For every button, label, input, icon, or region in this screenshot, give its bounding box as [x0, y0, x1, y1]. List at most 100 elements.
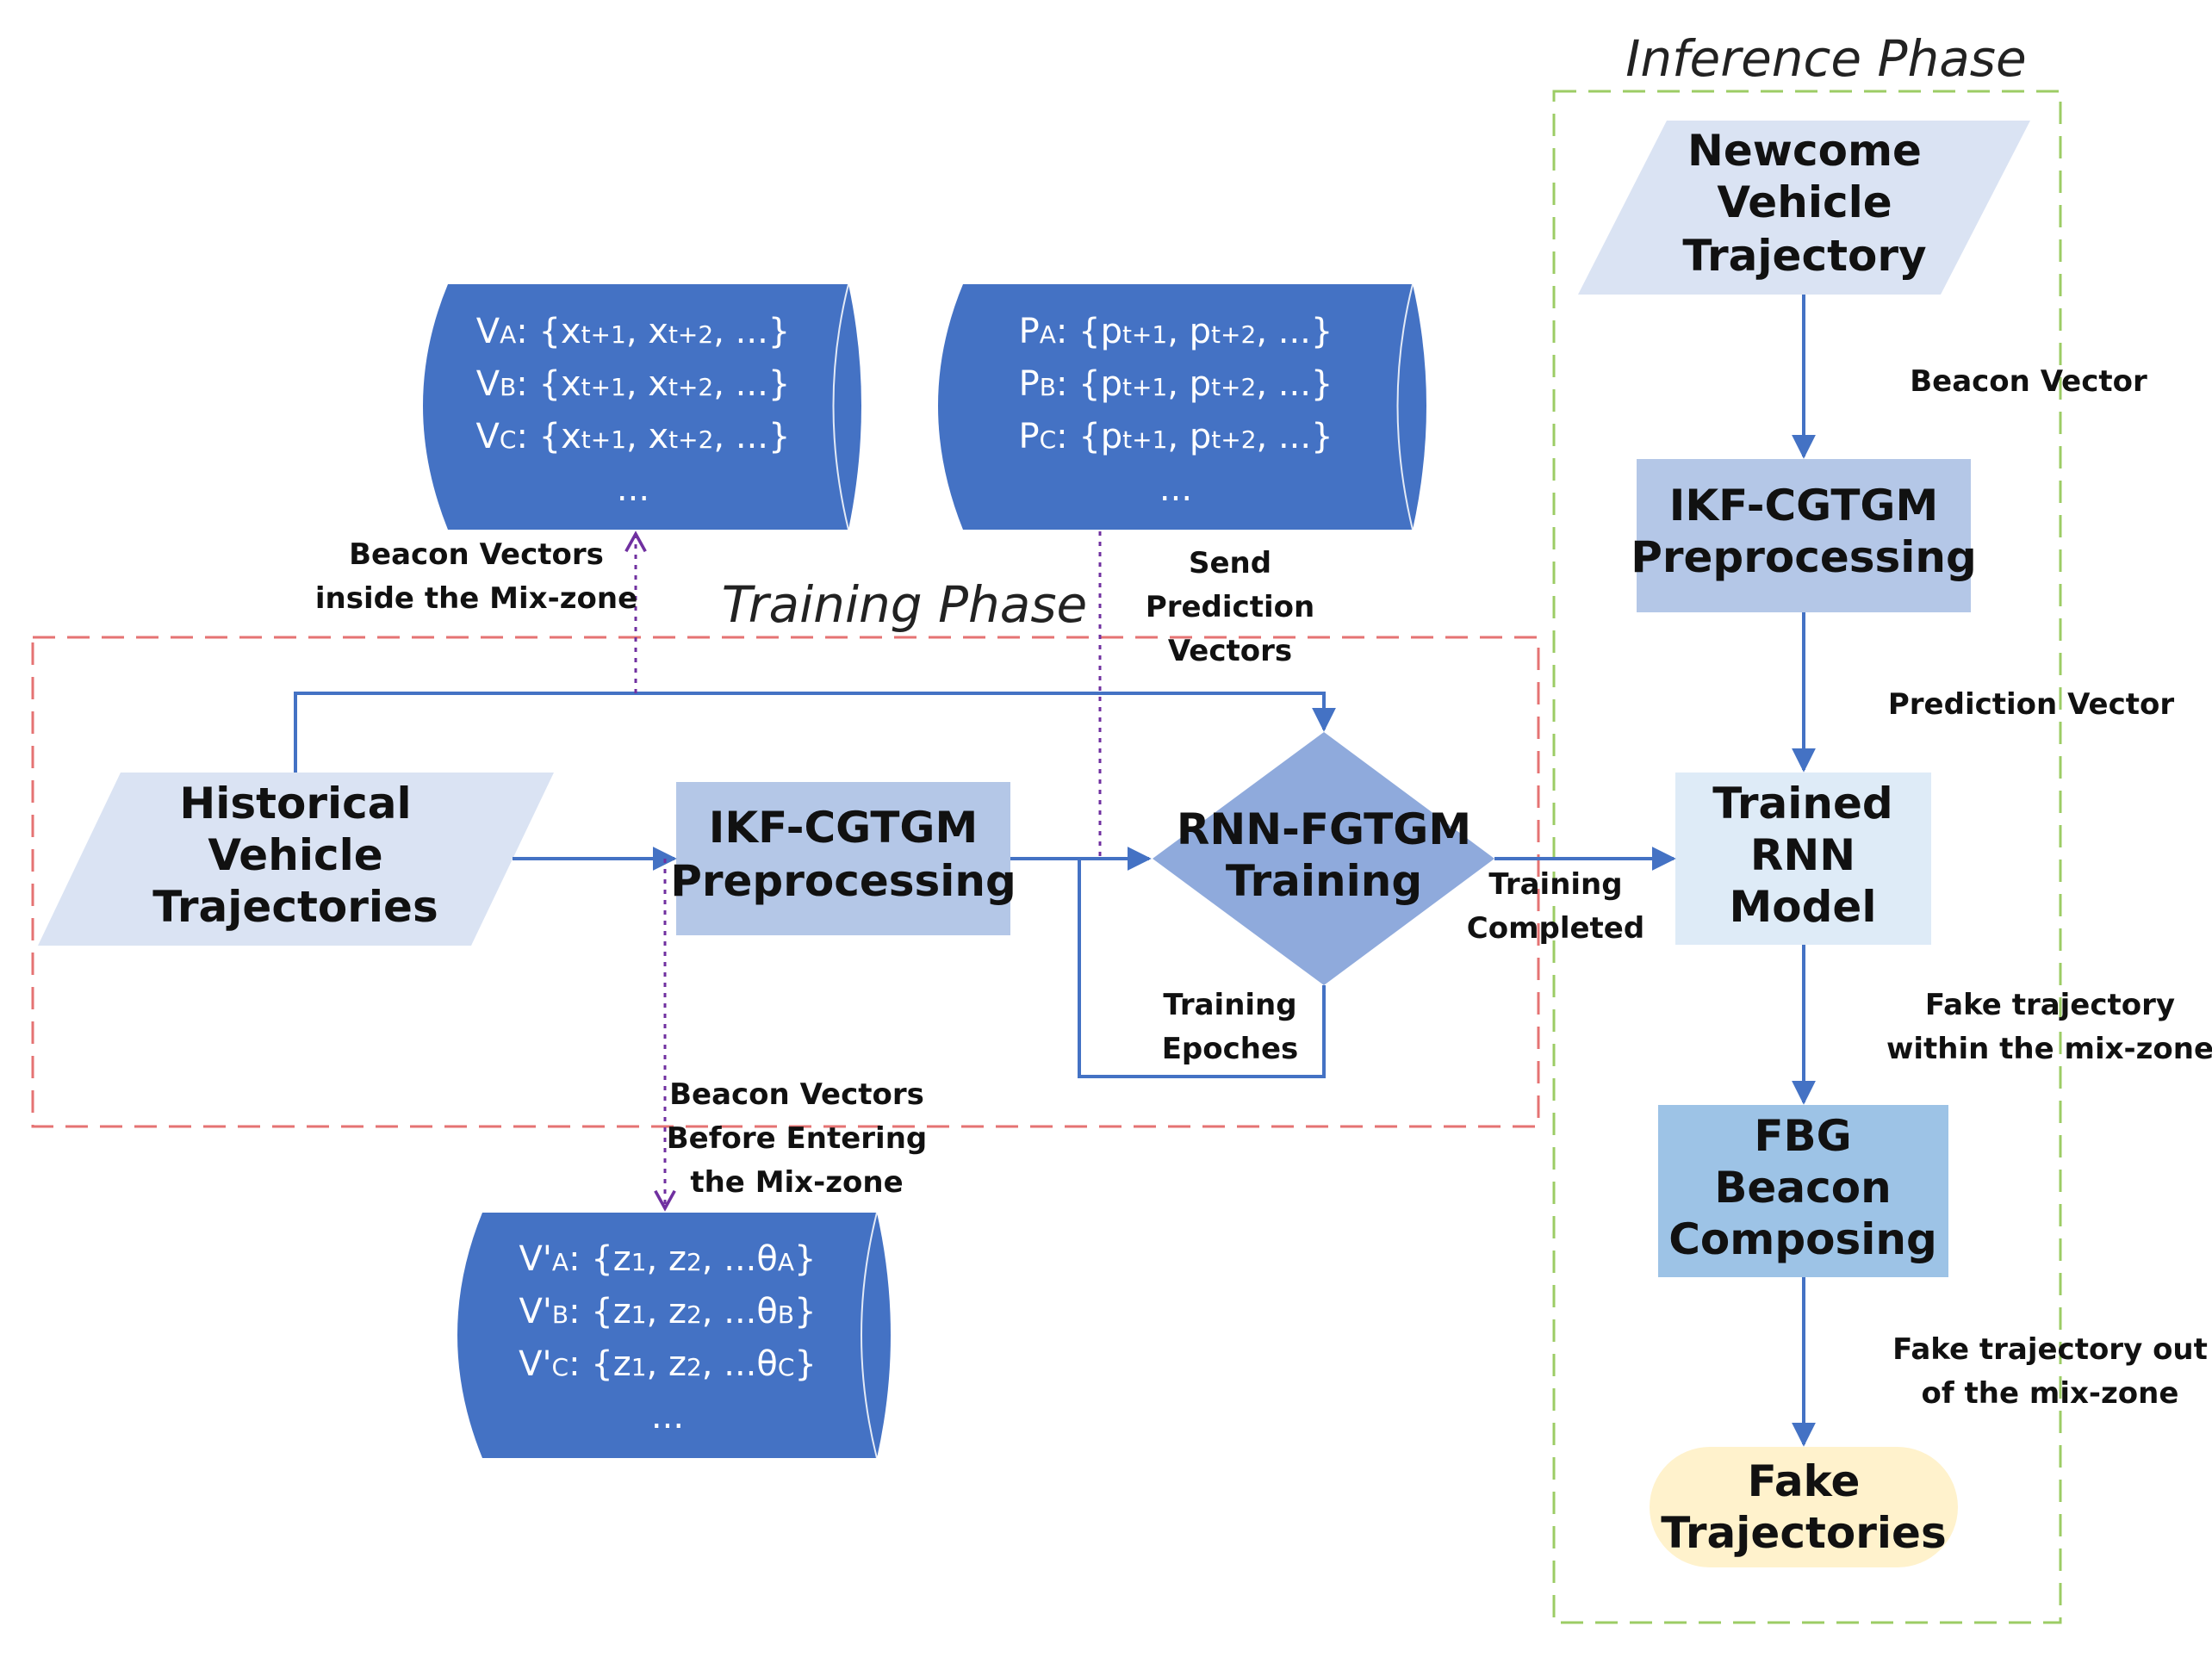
vprime-store-sub1: 1 — [631, 1248, 647, 1276]
v-store-sub1: t+1 — [581, 425, 626, 454]
vprime-store-sub1: 1 — [631, 1353, 647, 1381]
v-store-text: : {x — [516, 417, 581, 456]
vprime-store-text: : {z — [569, 1239, 631, 1279]
p-store-sub: B — [1040, 373, 1056, 401]
ikf-training-line-1: IKF-CGTGM — [709, 803, 978, 853]
p-store-sub: A — [1040, 320, 1056, 349]
p-store-sub: C — [1040, 425, 1057, 454]
rnn-line-2: Training — [1226, 856, 1422, 906]
label-training-epoches-2: Epoches — [1162, 1032, 1299, 1066]
label-send-prediction-2: Prediction — [1146, 590, 1314, 624]
v-store-mid: , x — [626, 364, 668, 404]
trained-line-1: Trained — [1712, 779, 1892, 828]
p-store-base: P — [1018, 417, 1039, 456]
v-store-base: V — [476, 364, 500, 404]
label-fake-within-1: Fake trajectory — [1925, 988, 2175, 1022]
rnn-fgtgm-training-node: RNN-FGTGM Training — [1153, 732, 1494, 985]
vprime-store-mid: , z — [647, 1344, 687, 1384]
v-store-mid: , x — [626, 417, 668, 456]
trained-rnn-model-node: Trained RNN Model — [1675, 773, 1931, 945]
vprime-store-sub1: 1 — [631, 1300, 647, 1329]
p-store-sub2: t+2 — [1211, 425, 1256, 454]
vprime-store-sub: A — [552, 1248, 569, 1276]
v-vectors-store: VA: {xt+1, xt+2, ...}VB: {xt+1, xt+2, ..… — [423, 283, 861, 531]
p-store-sub2: t+2 — [1211, 373, 1256, 401]
p-store-text: : {p — [1056, 417, 1122, 456]
vprime-store-sub2: 2 — [687, 1300, 702, 1329]
v-store-sub2: t+2 — [668, 373, 713, 401]
vprime-store-tail: , ...θ — [702, 1292, 778, 1331]
v-store-base: V — [476, 417, 500, 456]
v-store-base: V — [476, 312, 500, 351]
vprime-store-end: } — [794, 1344, 816, 1384]
vprime-store-text: : {z — [569, 1344, 631, 1384]
fake-line-2: Trajectories — [1661, 1508, 1946, 1558]
vprime-store-sub: C — [552, 1353, 569, 1381]
p-store-mid: , p — [1167, 364, 1211, 404]
p-store-base: P — [1019, 312, 1040, 351]
ikf-cgtgm-training-node: IKF-CGTGM Preprocessing — [670, 782, 1016, 935]
trained-line-2: RNN — [1750, 830, 1855, 880]
newcome-line-1: Newcome — [1687, 126, 1922, 176]
p-store-tail: , ...} — [1256, 312, 1333, 351]
vprime-store-sub2: 2 — [687, 1248, 702, 1276]
v-store-ellipsis: ... — [617, 469, 649, 509]
label-beacon-before-3: the Mix-zone — [690, 1165, 903, 1200]
historical-trajectories-node: Historical Vehicle Trajectories — [38, 773, 554, 946]
vprime-store-line-3: V'C: {z1, z2, ...θC} — [519, 1344, 817, 1384]
p-store-tail: , ...} — [1257, 417, 1333, 456]
newcome-line-3: Trajectory — [1682, 231, 1926, 281]
p-store-ellipsis: ... — [1159, 469, 1192, 509]
rnn-line-1: RNN-FGTGM — [1177, 804, 1471, 854]
newcome-line-2: Vehicle — [1717, 177, 1892, 227]
arrow-historical-to-rnn-top — [294, 692, 1336, 773]
v-store-mid: , x — [626, 312, 668, 351]
vprime-store-line-1: V'A: {z1, z2, ...θA} — [519, 1239, 817, 1279]
vprime-store-end: } — [794, 1239, 816, 1279]
historical-line-3: Trajectories — [152, 882, 438, 932]
v-store-sub1: t+1 — [581, 320, 626, 349]
p-store-text: : {p — [1056, 312, 1122, 351]
vprime-store-sub2: 2 — [687, 1353, 702, 1381]
v-store-line-2: VB: {xt+1, xt+2, ...} — [476, 364, 791, 404]
vprime-store-base: V' — [519, 1239, 552, 1279]
label-fake-within-2: within the mix-zone — [1886, 1032, 2212, 1066]
vprime-store-tail: , ...θ — [702, 1344, 778, 1384]
inference-phase-title: Inference Phase — [1625, 29, 2026, 88]
vprime-store-mid: , z — [647, 1239, 687, 1279]
p-store-text: : {p — [1056, 364, 1122, 404]
vprime-store-end: } — [794, 1292, 816, 1331]
p-store-line-1: PA: {pt+1, pt+2, ...} — [1019, 312, 1333, 351]
v-store-tail: , ...} — [713, 312, 790, 351]
label-send-prediction-3: Vectors — [1168, 634, 1292, 668]
p-store-tail: , ...} — [1256, 364, 1333, 404]
vprime-store-ellipsis: ... — [651, 1397, 684, 1437]
vprime-store-sub3: A — [778, 1248, 794, 1276]
historical-line-1: Historical — [179, 779, 411, 828]
vprime-store-base: V' — [519, 1292, 551, 1331]
label-prediction-vector: Prediction Vector — [1888, 687, 2174, 722]
ikf-inference-line-2: Preprocessing — [1631, 532, 1977, 582]
v-store-text: : {x — [516, 312, 581, 351]
v-store-tail: , ...} — [713, 364, 790, 404]
loop-training-epoches — [1078, 859, 1326, 1078]
ikf-training-line-2: Preprocessing — [670, 856, 1016, 906]
vprime-store-tail: , ...θ — [702, 1239, 778, 1279]
vprime-store-sub3: B — [778, 1300, 794, 1329]
ikf-cgtgm-inference-node: IKF-CGTGM Preprocessing — [1631, 459, 1977, 612]
v-store-sub2: t+2 — [668, 425, 713, 454]
fake-trajectories-node: Fake Trajectories — [1650, 1447, 1958, 1567]
fbg-line-3: Composing — [1668, 1214, 1937, 1264]
v-store-tail: , ...} — [713, 417, 790, 456]
label-fake-out-1: Fake trajectory out — [1892, 1332, 2208, 1367]
v-store-sub: A — [500, 320, 516, 349]
p-store-mid: , p — [1167, 312, 1211, 351]
p-store-mid: , p — [1167, 417, 1211, 456]
label-training-epoches-1: Training — [1163, 988, 1296, 1022]
label-beacon-inside-2: inside the Mix-zone — [315, 581, 637, 616]
fake-line-1: Fake — [1748, 1456, 1861, 1506]
fbg-line-2: Beacon — [1714, 1163, 1891, 1213]
label-training-completed-2: Completed — [1467, 911, 1644, 946]
p-store-line-2: PB: {pt+1, pt+2, ...} — [1019, 364, 1333, 404]
